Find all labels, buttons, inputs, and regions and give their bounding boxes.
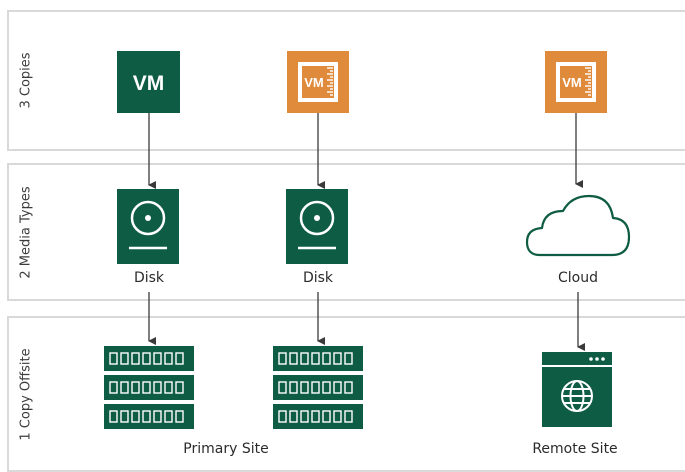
svg-text:VM: VM bbox=[562, 75, 582, 90]
row-label: 2 Media Types bbox=[18, 185, 34, 279]
row-label: 3 Copies bbox=[18, 52, 34, 109]
vm-tape-icon: VM bbox=[545, 51, 607, 113]
svg-text:VM: VM bbox=[133, 72, 165, 95]
cloud-icon bbox=[524, 193, 632, 259]
row-label: 1 Copy Offsite bbox=[18, 347, 34, 441]
disk-icon bbox=[117, 189, 179, 264]
media-label-cloud: Cloud bbox=[558, 270, 598, 286]
web-server-globe-icon bbox=[542, 352, 612, 427]
server-rack-icon bbox=[273, 346, 363, 429]
server-rack-icon bbox=[104, 346, 194, 429]
disk-icon bbox=[286, 189, 348, 264]
vm-icon: VM bbox=[117, 51, 180, 113]
vm-tape-icon: VM bbox=[287, 51, 349, 113]
site-label-remote: Remote Site bbox=[532, 441, 618, 457]
svg-text:VM: VM bbox=[304, 75, 324, 90]
media-label-disk: Disk bbox=[133, 270, 165, 286]
media-label-disk: Disk bbox=[302, 270, 334, 286]
site-label-primary: Primary Site bbox=[183, 441, 269, 457]
